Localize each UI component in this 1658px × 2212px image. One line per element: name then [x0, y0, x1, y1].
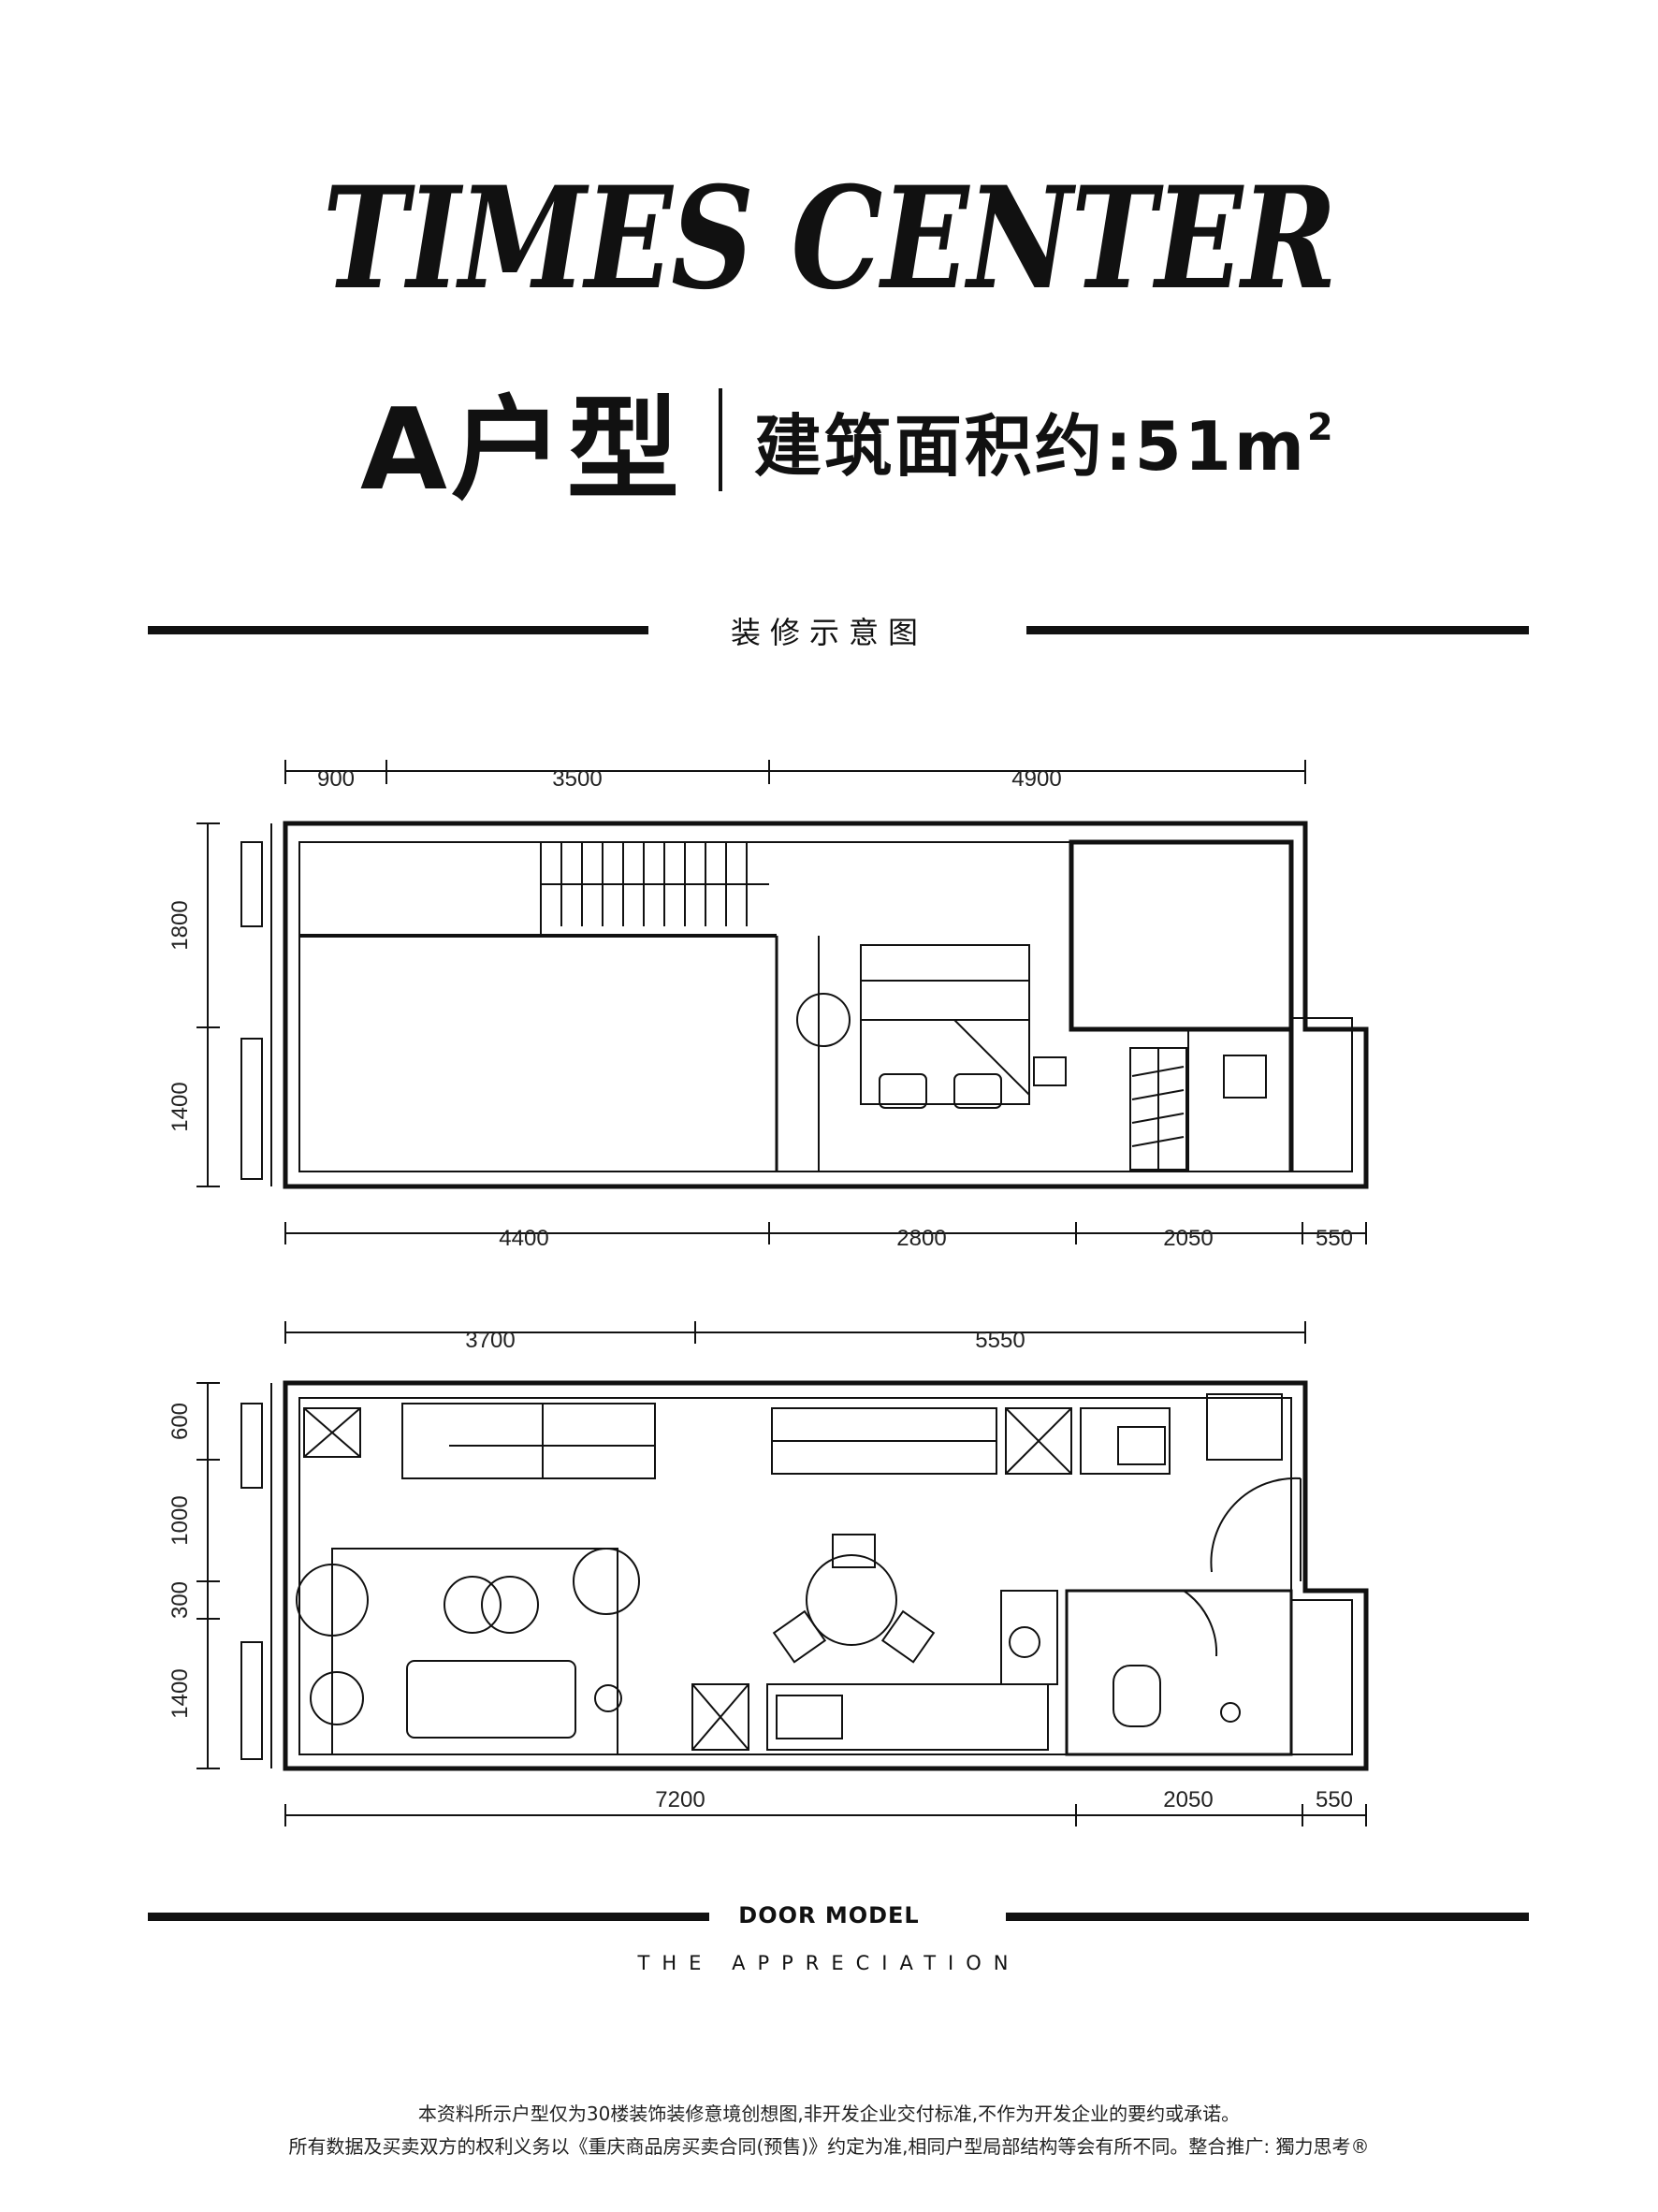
- unit-area-text: 建筑面积约:51m: [753, 406, 1307, 486]
- dim-lower-bottom-3: 550: [1316, 1787, 1353, 1812]
- dim-lower-left-1: 600: [167, 1403, 193, 1440]
- dim-upper-bottom-4: 550: [1316, 1226, 1353, 1251]
- appreciation-label: THE APPRECIATION: [637, 1952, 1021, 1974]
- dim-lower-left-3: 300: [167, 1581, 193, 1619]
- section-rule-right: [1026, 626, 1529, 634]
- section-title: 装修示意图: [730, 615, 927, 650]
- dim-upper-top-1: 900: [317, 766, 355, 792]
- bed: [860, 944, 1030, 1105]
- dining-table: [806, 1554, 897, 1646]
- bathroom: [1065, 1589, 1293, 1756]
- dim-lower-left-2: 1000: [167, 1495, 193, 1545]
- unit-heading: A户型 建筑面积约:51m2: [360, 379, 1336, 516]
- dim-lower-bottom-2: 2050: [1163, 1787, 1213, 1812]
- section-rule-left: [148, 626, 648, 634]
- dim-upper-left-1: 1800: [167, 900, 193, 950]
- dim-upper-bottom-3: 2050: [1163, 1226, 1213, 1251]
- disclaimer-line-1: 本资料所示户型仅为30楼装饰装修意境创想图,非开发企业交付标准,不作为开发企业的…: [417, 2103, 1241, 2125]
- upper-floor-plan: [196, 760, 1369, 1244]
- dim-upper-top-2: 3500: [552, 766, 602, 792]
- footer-rule-left: [148, 1913, 709, 1921]
- dim-lower-top-1: 3700: [465, 1328, 515, 1353]
- nightstand-lamp-left: [796, 993, 851, 1047]
- door-model-label: DOOR MODEL: [738, 1902, 920, 1928]
- floor-plans: 900 3500 4900 1800 1400 4400 2800 2050 5…: [167, 760, 1369, 1826]
- dim-lower-left-4: 1400: [167, 1668, 193, 1718]
- upper-window-bottom: [240, 1038, 263, 1180]
- upper-window-top: [240, 841, 263, 927]
- upper-outer-wall: [283, 821, 1369, 1189]
- closet-room: [1069, 839, 1294, 1032]
- unit-code: A户型: [360, 386, 683, 516]
- lower-floor-plan: [196, 1321, 1369, 1826]
- door-swing: [1210, 1477, 1302, 1573]
- unit-area-superscript: 2: [1306, 405, 1336, 449]
- upper-inner-wall: [298, 841, 1353, 1172]
- brand-title: TIMES CENTER: [322, 156, 1337, 321]
- dim-upper-top-3: 4900: [1011, 766, 1061, 792]
- disclaimer-line-2: 所有数据及买卖双方的权利义务以《重庆商品房买卖合同(预售)》约定为准,相同户型局…: [288, 2135, 1370, 2158]
- sofa: [406, 1660, 576, 1739]
- unit-area: 建筑面积约:51m2: [754, 391, 1336, 489]
- dim-lower-top-2: 5550: [975, 1328, 1025, 1353]
- lower-outer-wall: [283, 1380, 1369, 1771]
- unit-separator: [718, 388, 722, 491]
- dim-upper-bottom-2: 2800: [896, 1226, 946, 1251]
- footer-rule-right: [1006, 1913, 1529, 1921]
- dim-lower-bottom-1: 7200: [655, 1787, 705, 1812]
- dim-upper-left-2: 1400: [167, 1082, 193, 1131]
- dim-upper-bottom-1: 4400: [499, 1226, 548, 1251]
